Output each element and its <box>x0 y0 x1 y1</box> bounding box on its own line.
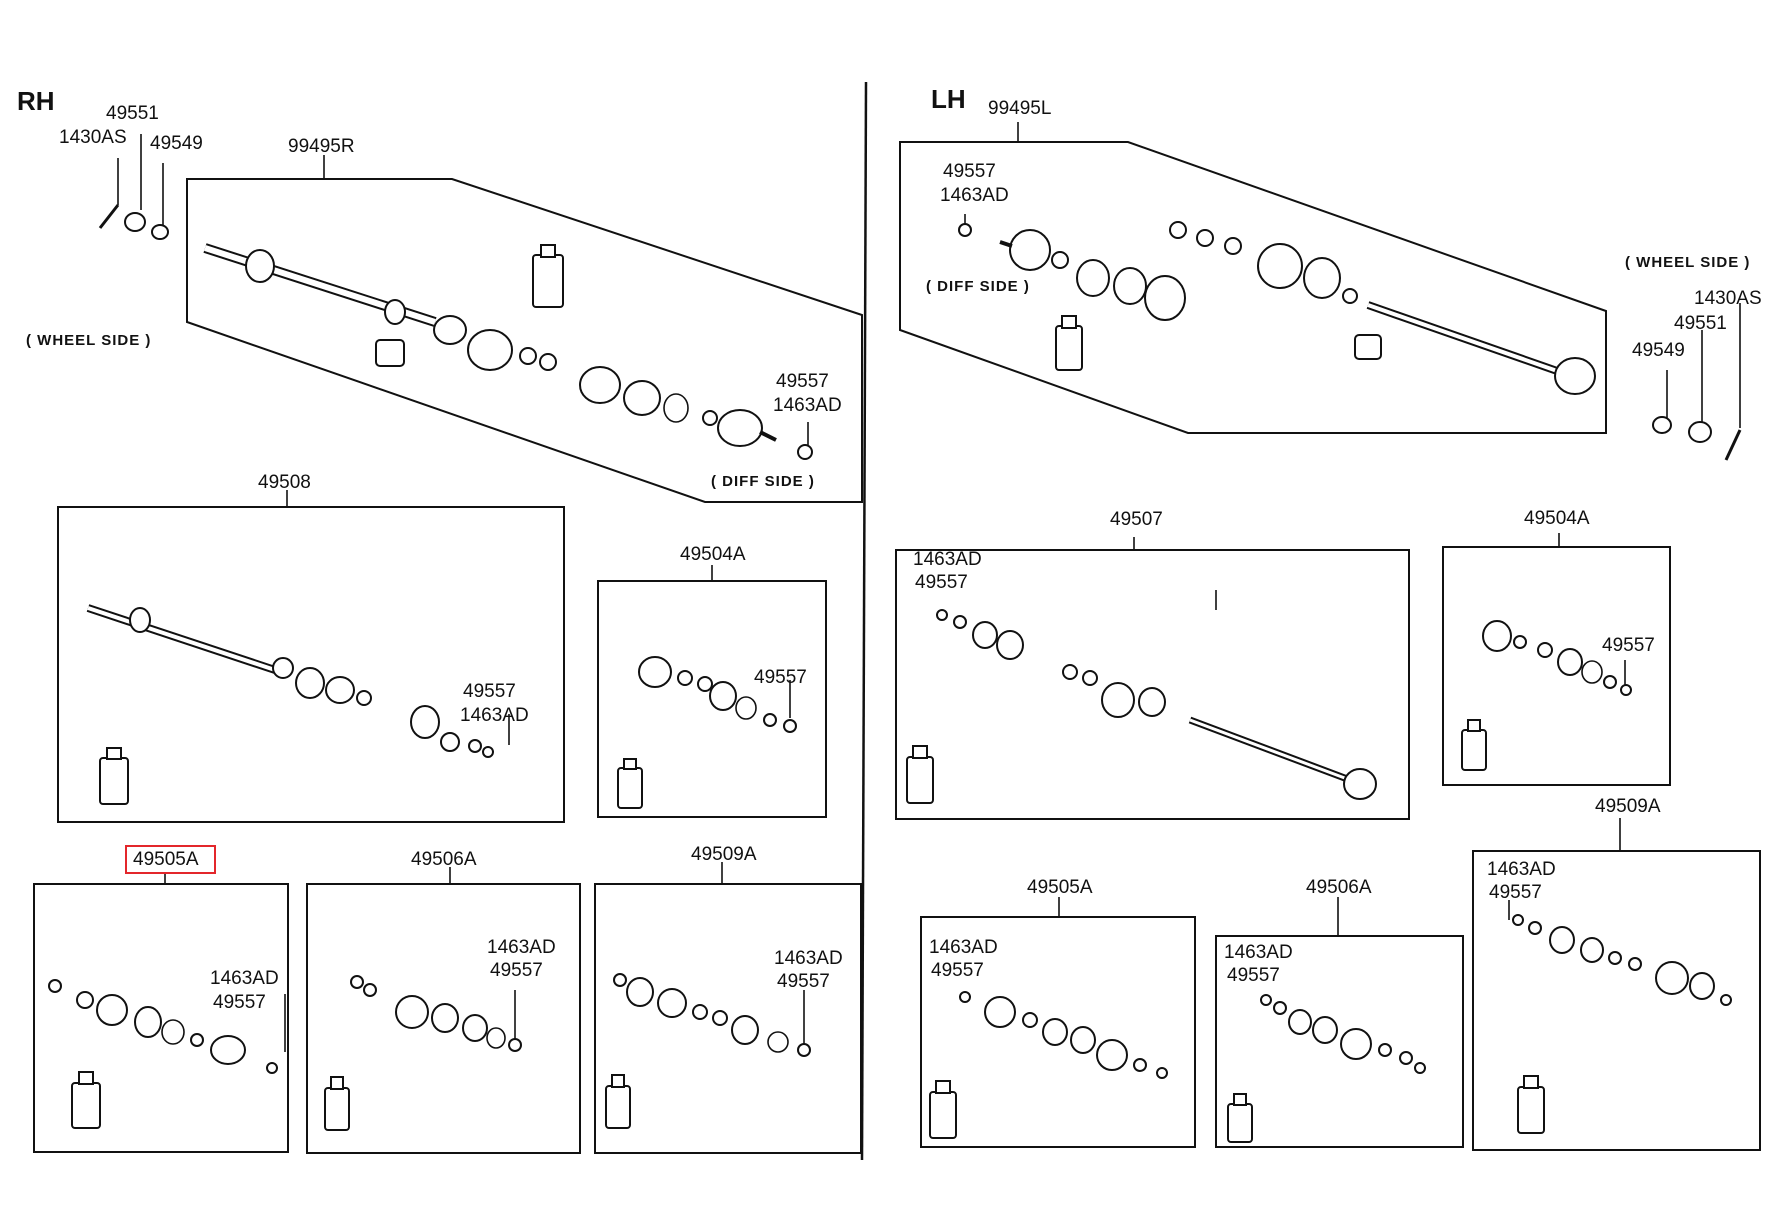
panel-rh-49505a-clip: 1463AD <box>210 968 279 989</box>
lh-assembly-frame <box>899 141 1607 434</box>
panel-lh-49506a-clip: 1463AD <box>1224 942 1293 963</box>
lh-wheel-side-label: ( WHEEL SIDE ) <box>1625 254 1751 271</box>
panel-49508-parts <box>86 604 494 805</box>
panel-rh-49508-code: 49508 <box>258 472 311 493</box>
panel-rh-49509a-parts <box>605 973 811 1129</box>
panel-lh-49509a-clip: 1463AD <box>1487 859 1556 880</box>
panel-rh-49509a-ring: 49557 <box>777 971 830 992</box>
panel-lh-49506a-ring: 49557 <box>1227 965 1280 986</box>
lh-top-nut-a-label: 49551 <box>1674 313 1727 334</box>
panel-lh-49509a-parts <box>1512 914 1732 1134</box>
panel-frame-rh-49506a <box>306 883 581 1154</box>
panel-frame-rh-49505a <box>33 883 289 1153</box>
lh-top-pin-label: 1430AS <box>1694 288 1762 309</box>
panel-rh-49509a-code: 49509A <box>691 844 757 865</box>
panel-frame-lh-49509a <box>1472 850 1761 1151</box>
panel-rh-49504a-parts <box>617 656 797 809</box>
rh-top-shaft-parts <box>98 204 813 460</box>
center-divider <box>860 81 868 1161</box>
panel-rh-49506a-ring: 49557 <box>490 960 543 981</box>
panel-rh-49505a-code: 49505A <box>133 849 199 870</box>
panel-rh-49504a-ring: 49557 <box>754 667 807 688</box>
panel-frame-rh-49508 <box>57 506 565 823</box>
panel-leaders <box>164 490 1626 1052</box>
panel-lh-49507-ring: 49557 <box>915 572 968 593</box>
panel-rh-49506a-parts <box>324 975 522 1131</box>
panel-rh-49506a-code: 49506A <box>411 849 477 870</box>
rh-diff-side-label: ( DIFF SIDE ) <box>711 473 815 490</box>
panel-rh-49504a-code: 49504A <box>680 544 746 565</box>
panel-lh-49509a-code: 49509A <box>1595 796 1661 817</box>
panel-frame-rh-49504a <box>597 580 827 818</box>
panel-lh-49504a-code: 49504A <box>1524 508 1590 529</box>
panel-lh-49505a-ring: 49557 <box>931 960 984 981</box>
panel-49507-parts <box>906 609 1377 804</box>
rh-assembly-frame <box>186 178 863 503</box>
lh-title: LH <box>931 84 966 114</box>
panel-lh-49506a-code: 49506A <box>1306 877 1372 898</box>
highlight-box-49505a <box>125 845 216 874</box>
rh-top-nut-b-label: 49549 <box>150 133 203 154</box>
panel-lh-49505a-clip: 1463AD <box>929 937 998 958</box>
panel-frame-lh-49505a <box>920 916 1196 1148</box>
panel-rh-49505a-parts <box>48 979 278 1129</box>
panel-lh-49505a-code: 49505A <box>1027 877 1093 898</box>
lh-top-clip-label: 1463AD <box>940 185 1009 206</box>
panel-frame-lh-49504a <box>1442 546 1671 786</box>
rh-top-leaders <box>117 134 809 445</box>
lh-top-shaft-parts <box>958 221 1742 461</box>
panel-lh-49507-clip: 1463AD <box>913 549 982 570</box>
panel-rh-49506a-clip: 1463AD <box>487 937 556 958</box>
lh-top-ring-label: 49557 <box>943 161 996 182</box>
panel-frame-lh-49507 <box>895 549 1410 820</box>
panel-rh-49508-ring: 49557 <box>463 681 516 702</box>
panel-frame-rh-49509a <box>594 883 862 1154</box>
panel-lh-49507-code: 49507 <box>1110 509 1163 530</box>
rh-wheel-side-label: ( WHEEL SIDE ) <box>26 332 152 349</box>
panel-lh-49504a-ring: 49557 <box>1602 635 1655 656</box>
panel-lh-49504a-parts <box>1461 620 1632 771</box>
rh-title: RH <box>17 86 55 116</box>
panel-rh-49505a-ring: 49557 <box>213 992 266 1013</box>
panel-lh-49505a-parts <box>929 991 1168 1139</box>
lh-top-nut-b-label: 49549 <box>1632 340 1685 361</box>
rh-top-ring-label: 49557 <box>776 371 829 392</box>
lh-top-assembly-label: 99495L <box>988 98 1052 119</box>
panel-rh-49508-clip: 1463AD <box>460 705 529 726</box>
panel-lh-49506a-parts <box>1227 994 1426 1143</box>
panel-rh-49509a-clip: 1463AD <box>774 948 843 969</box>
lh-diff-side-label: ( DIFF SIDE ) <box>926 278 1030 295</box>
panel-frame-lh-49506a <box>1215 935 1464 1148</box>
rh-top-nut-a-label: 49551 <box>106 103 159 124</box>
rh-top-pin-label: 1430AS <box>59 127 127 148</box>
panel-lh-49509a-ring: 49557 <box>1489 882 1542 903</box>
rh-top-assembly-label: 99495R <box>288 136 355 157</box>
rh-top-clip-label: 1463AD <box>773 395 842 416</box>
